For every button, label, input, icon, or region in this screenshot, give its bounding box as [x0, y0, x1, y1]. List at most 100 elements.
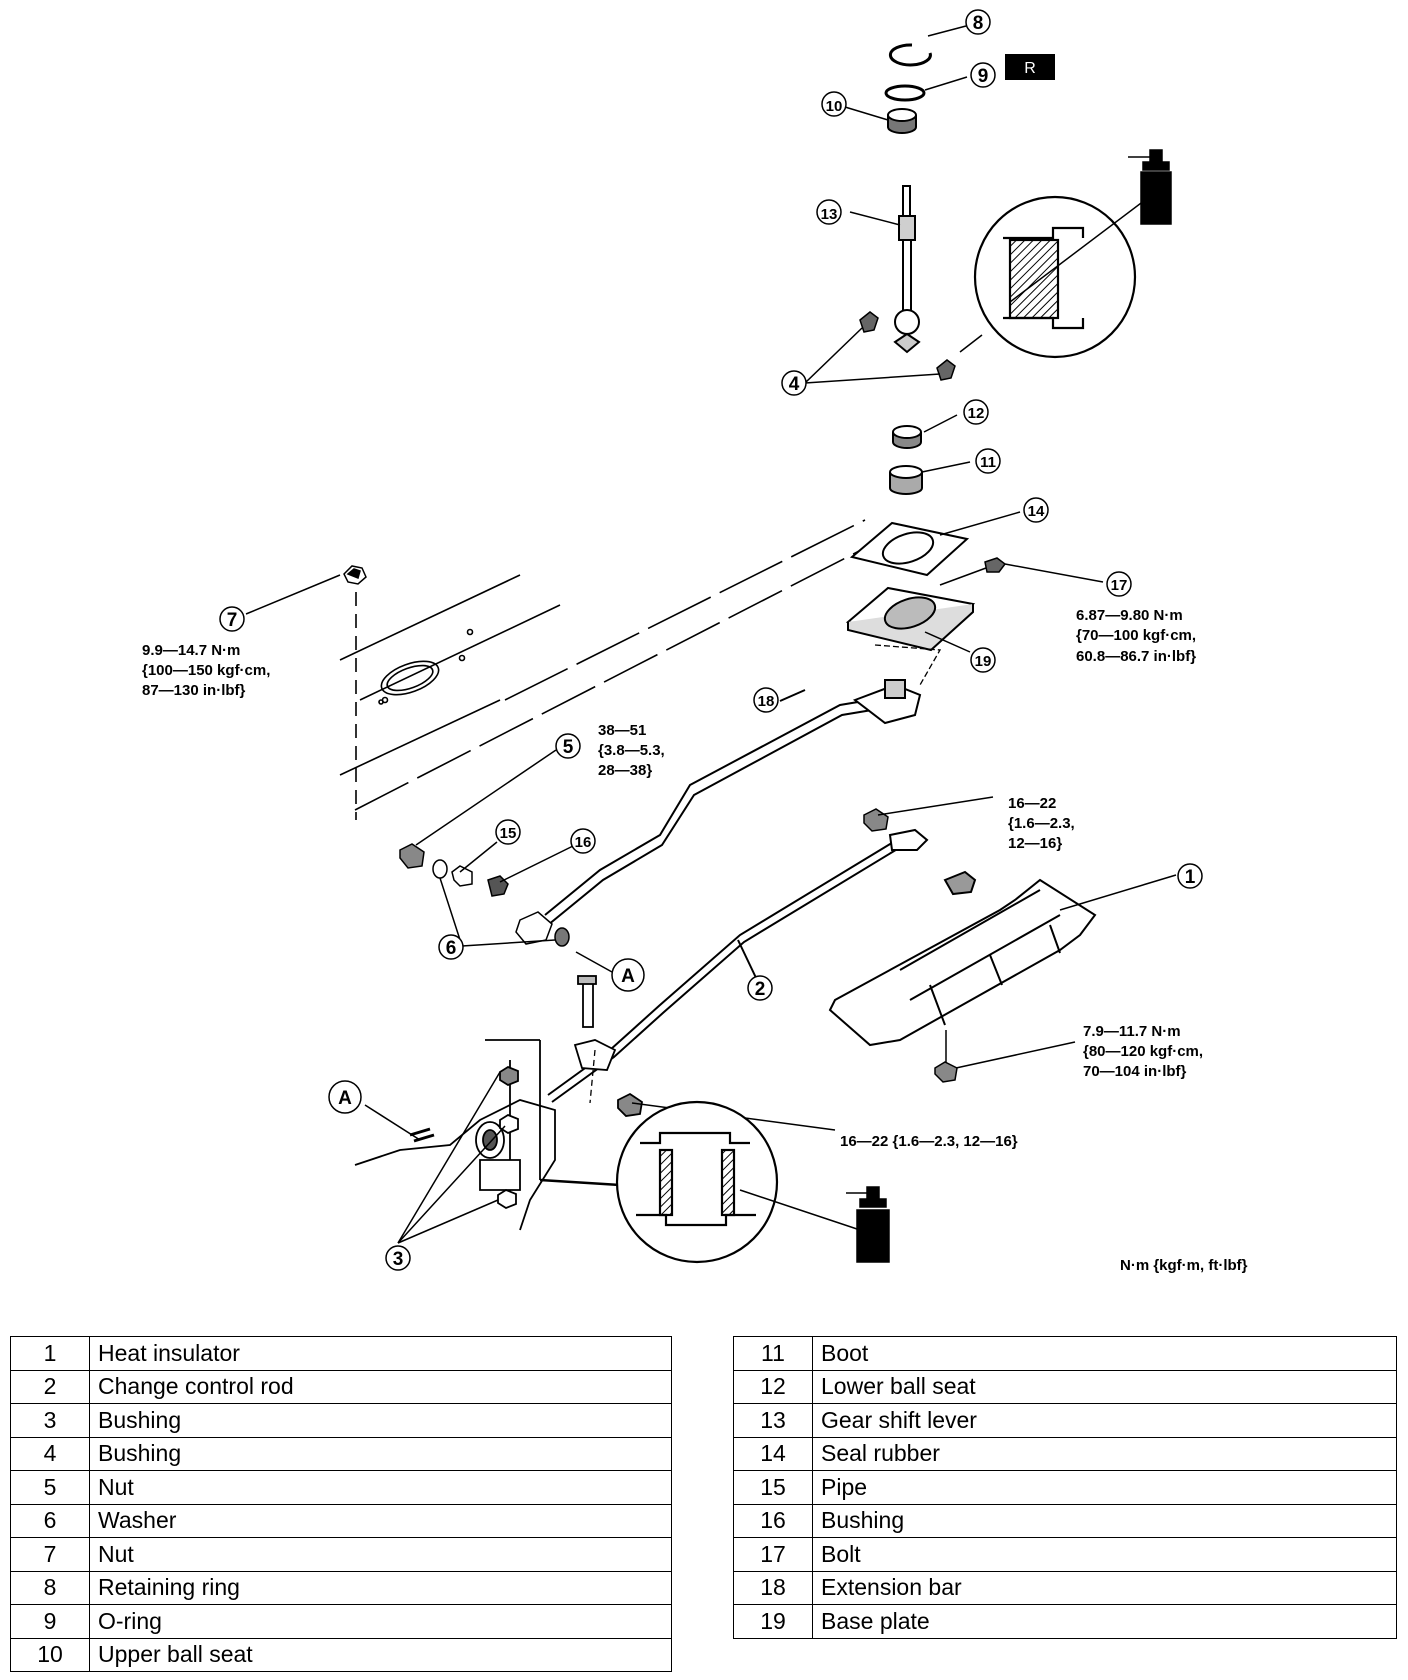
pipe-15	[451, 841, 498, 887]
retaining-ring-8	[888, 25, 967, 67]
nut-upper-16-22	[863, 796, 994, 832]
torque-nut5-line1: 38—51	[598, 722, 646, 739]
callout-6: 6	[446, 938, 457, 959]
callout-18-circle	[753, 687, 779, 713]
part-number: 8	[10, 1570, 90, 1605]
torque-bolt17-line2: {70—100 kgf·cm,	[1076, 627, 1196, 644]
callout-a-upper: A	[621, 966, 635, 987]
callout-10: 10	[826, 98, 843, 115]
part-number: 15	[733, 1470, 813, 1505]
part-name: Seal rubber	[812, 1436, 1397, 1471]
svg-text:GREASE: GREASE	[1153, 179, 1162, 212]
callout-4: 4	[789, 374, 800, 395]
washer-6	[432, 859, 570, 947]
callout-12-circle	[963, 399, 989, 425]
bolt-17	[939, 557, 1104, 586]
callout-3: 3	[393, 1249, 404, 1270]
callout-4-circle	[781, 370, 807, 396]
part-name: O-ring	[89, 1604, 672, 1639]
callout-1: 1	[1185, 867, 1196, 888]
r-badge: R	[1005, 54, 1055, 80]
exploded-view-diagram: R GREASE	[142, 9, 1248, 1274]
torque-lower-nut: 16—22 {1.6—2.3, 12—16}	[840, 1133, 1018, 1150]
callout-9-circle	[970, 62, 996, 88]
floor-panel	[339, 519, 866, 820]
part-name: Change control rod	[89, 1369, 672, 1404]
callout-11-circle	[975, 448, 1001, 474]
o-ring-9	[884, 76, 968, 102]
grease-can-upper: GREASE	[1128, 149, 1172, 225]
part-number: 4	[10, 1436, 90, 1471]
torque-nut7-line2: {100—150 kgf·cm,	[142, 662, 270, 679]
callout-8: 8	[973, 13, 984, 34]
part-name: Upper ball seat	[89, 1637, 672, 1672]
lower-ball-seat-12	[892, 414, 958, 449]
callout-11: 11	[980, 454, 996, 471]
callout-16: 16	[575, 834, 592, 851]
callout-18: 18	[758, 693, 775, 710]
callout-17: 17	[1111, 577, 1128, 594]
torque-bolt17-line3: 60.8—86.7 in·lbf}	[1076, 648, 1196, 665]
part-number: 19	[733, 1604, 813, 1639]
part-number: 10	[10, 1637, 90, 1672]
callout-7-circle	[219, 606, 245, 632]
part-name: Retaining ring	[89, 1570, 672, 1605]
callout-15: 15	[500, 825, 517, 842]
torque-insulator-bolt-line1: 7.9—11.7 N·m	[1083, 1023, 1181, 1040]
transmission-assembly	[354, 1039, 621, 1231]
torque-insulator-bolt-line2: {80—120 kgf·cm,	[1083, 1043, 1203, 1060]
insulator-bolt	[934, 1030, 1076, 1083]
grease-detail-lower	[615, 1100, 861, 1264]
bushing-4	[804, 311, 956, 384]
part-number: 13	[733, 1403, 813, 1438]
part-name: Gear shift lever	[812, 1403, 1397, 1438]
part-number: 11	[733, 1336, 813, 1371]
part-name: Nut	[89, 1537, 672, 1572]
part-name: Bushing	[89, 1403, 672, 1438]
callout-5: 5	[563, 737, 574, 758]
nut-7	[245, 565, 367, 615]
part-number: 2	[10, 1369, 90, 1404]
callout-12: 12	[968, 405, 985, 422]
heat-insulator-1	[828, 874, 1177, 1047]
part-name: Bolt	[812, 1537, 1397, 1572]
callout-5-circle	[555, 733, 581, 759]
torque-upper-nut-line3: 12—16}	[1008, 835, 1062, 852]
nut-5	[399, 749, 557, 869]
svg-text:GREASE: GREASE	[870, 1219, 879, 1252]
part-number: 14	[733, 1436, 813, 1471]
part-name: Bushing	[89, 1436, 672, 1471]
upper-ball-seat-10	[844, 106, 917, 134]
callout-1-circle	[1177, 863, 1203, 889]
callout-9: 9	[978, 66, 989, 87]
part-name: Heat insulator	[89, 1336, 672, 1371]
callout-13-circle	[816, 199, 842, 225]
callout-19-circle	[970, 647, 996, 673]
part-name: Lower ball seat	[812, 1369, 1397, 1404]
callout-a-upper-circle	[611, 958, 645, 992]
part-name: Extension bar	[812, 1570, 1397, 1605]
seal-rubber-14	[849, 511, 1021, 577]
callout-10-circle	[821, 91, 847, 117]
torque-units: N·m {kgf·m, ft·lbf}	[1120, 1257, 1248, 1274]
part-name: Pipe	[812, 1470, 1397, 1505]
part-number: 17	[733, 1537, 813, 1572]
callout-8-circle	[965, 9, 991, 35]
callout-14-circle	[1023, 497, 1049, 523]
